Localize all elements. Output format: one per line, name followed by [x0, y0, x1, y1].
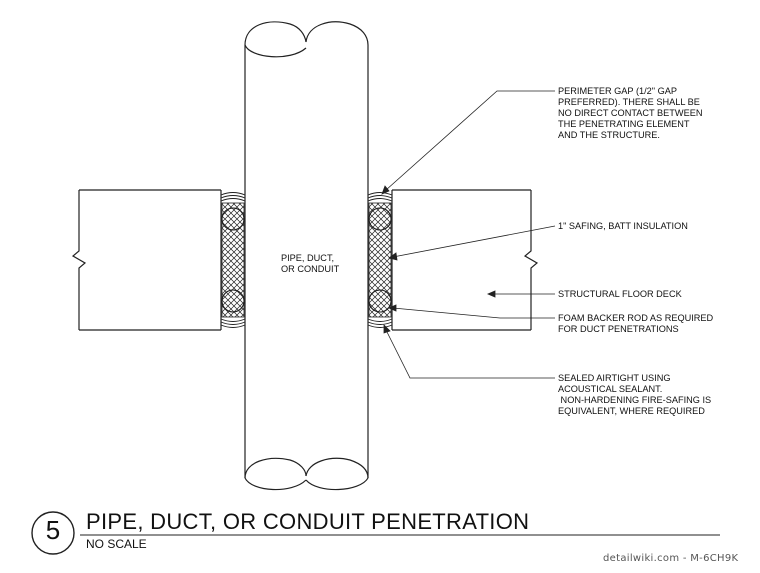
safing-note: 1" SAFING, BATT INSULATION [558, 221, 688, 231]
sealant-beads [220, 192, 393, 328]
title-block [31, 511, 720, 555]
detail-number: 5 [45, 515, 61, 545]
watermark: detailwiki.com - M-6CH9K [603, 553, 739, 564]
perimeter-gap-note: PERIMETER GAP (1/2" GAP PREFERRED). THER… [558, 86, 703, 140]
floor-deck-note: STRUCTURAL FLOOR DECK [558, 289, 682, 299]
backer-rods [221, 207, 392, 313]
floor-slab-left [71, 189, 221, 331]
pipe-element [244, 21, 369, 491]
safing-insulation-right [368, 202, 392, 318]
detail-scale: NO SCALE [86, 537, 147, 551]
pipe-label: PIPE, DUCT, OR CONDUIT [281, 253, 340, 274]
leader-lines [381, 90, 556, 379]
backer-rod-note: FOAM BACKER ROD AS REQUIRED FOR DUCT PEN… [558, 313, 714, 334]
safing-insulation-left [221, 202, 245, 318]
floor-slab-right [392, 189, 539, 331]
sealant-note: SEALED AIRTIGHT USING ACOUSTICAL SEALANT… [558, 373, 712, 416]
detail-title: PIPE, DUCT, OR CONDUIT PENETRATION [86, 509, 530, 534]
